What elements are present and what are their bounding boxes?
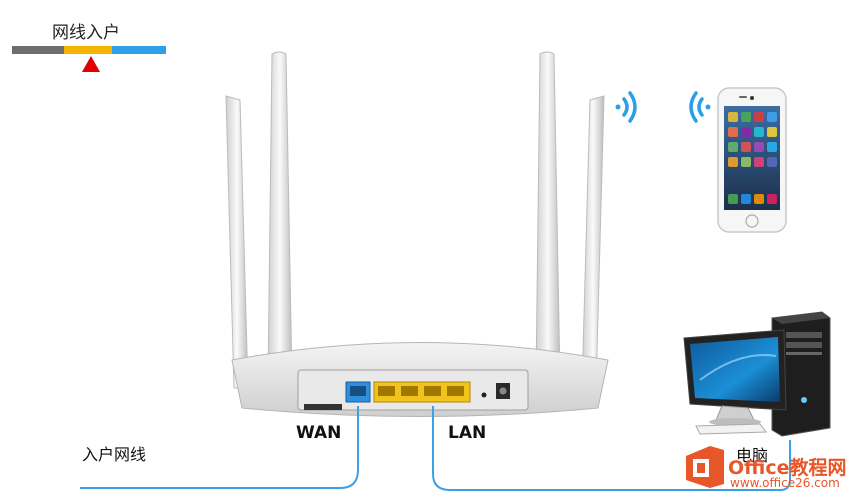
bar-segment-gray [12,46,64,54]
wifi-signal-icon [615,91,637,123]
antenna-icon [581,95,605,389]
office-logo-icon [686,446,724,488]
computer-label: 电脑 [736,446,769,465]
desktop-computer-icon [683,311,831,437]
smartphone-icon [717,87,787,233]
router-icon [225,51,609,417]
antenna-icon [225,95,249,389]
antenna-icon [535,51,561,381]
home-cable-label: 入户网线 [82,445,147,464]
network-cables [80,406,791,491]
position-marker-icon [82,56,100,72]
watermark-brand: Office教程网 [728,457,847,479]
watermark-url: www.office26.com [730,476,840,490]
antenna-icon [267,51,293,381]
lan-cable [432,406,791,491]
wan-cable [80,406,359,489]
cable-color-bar [12,46,166,54]
lan-label: LAN [448,423,487,443]
bar-segment-yellow [64,46,112,54]
wifi-signal-icon [689,91,711,123]
wan-label: WAN [296,423,342,443]
bar-segment-blue [112,46,166,54]
header-title: 网线入户 [52,23,120,43]
